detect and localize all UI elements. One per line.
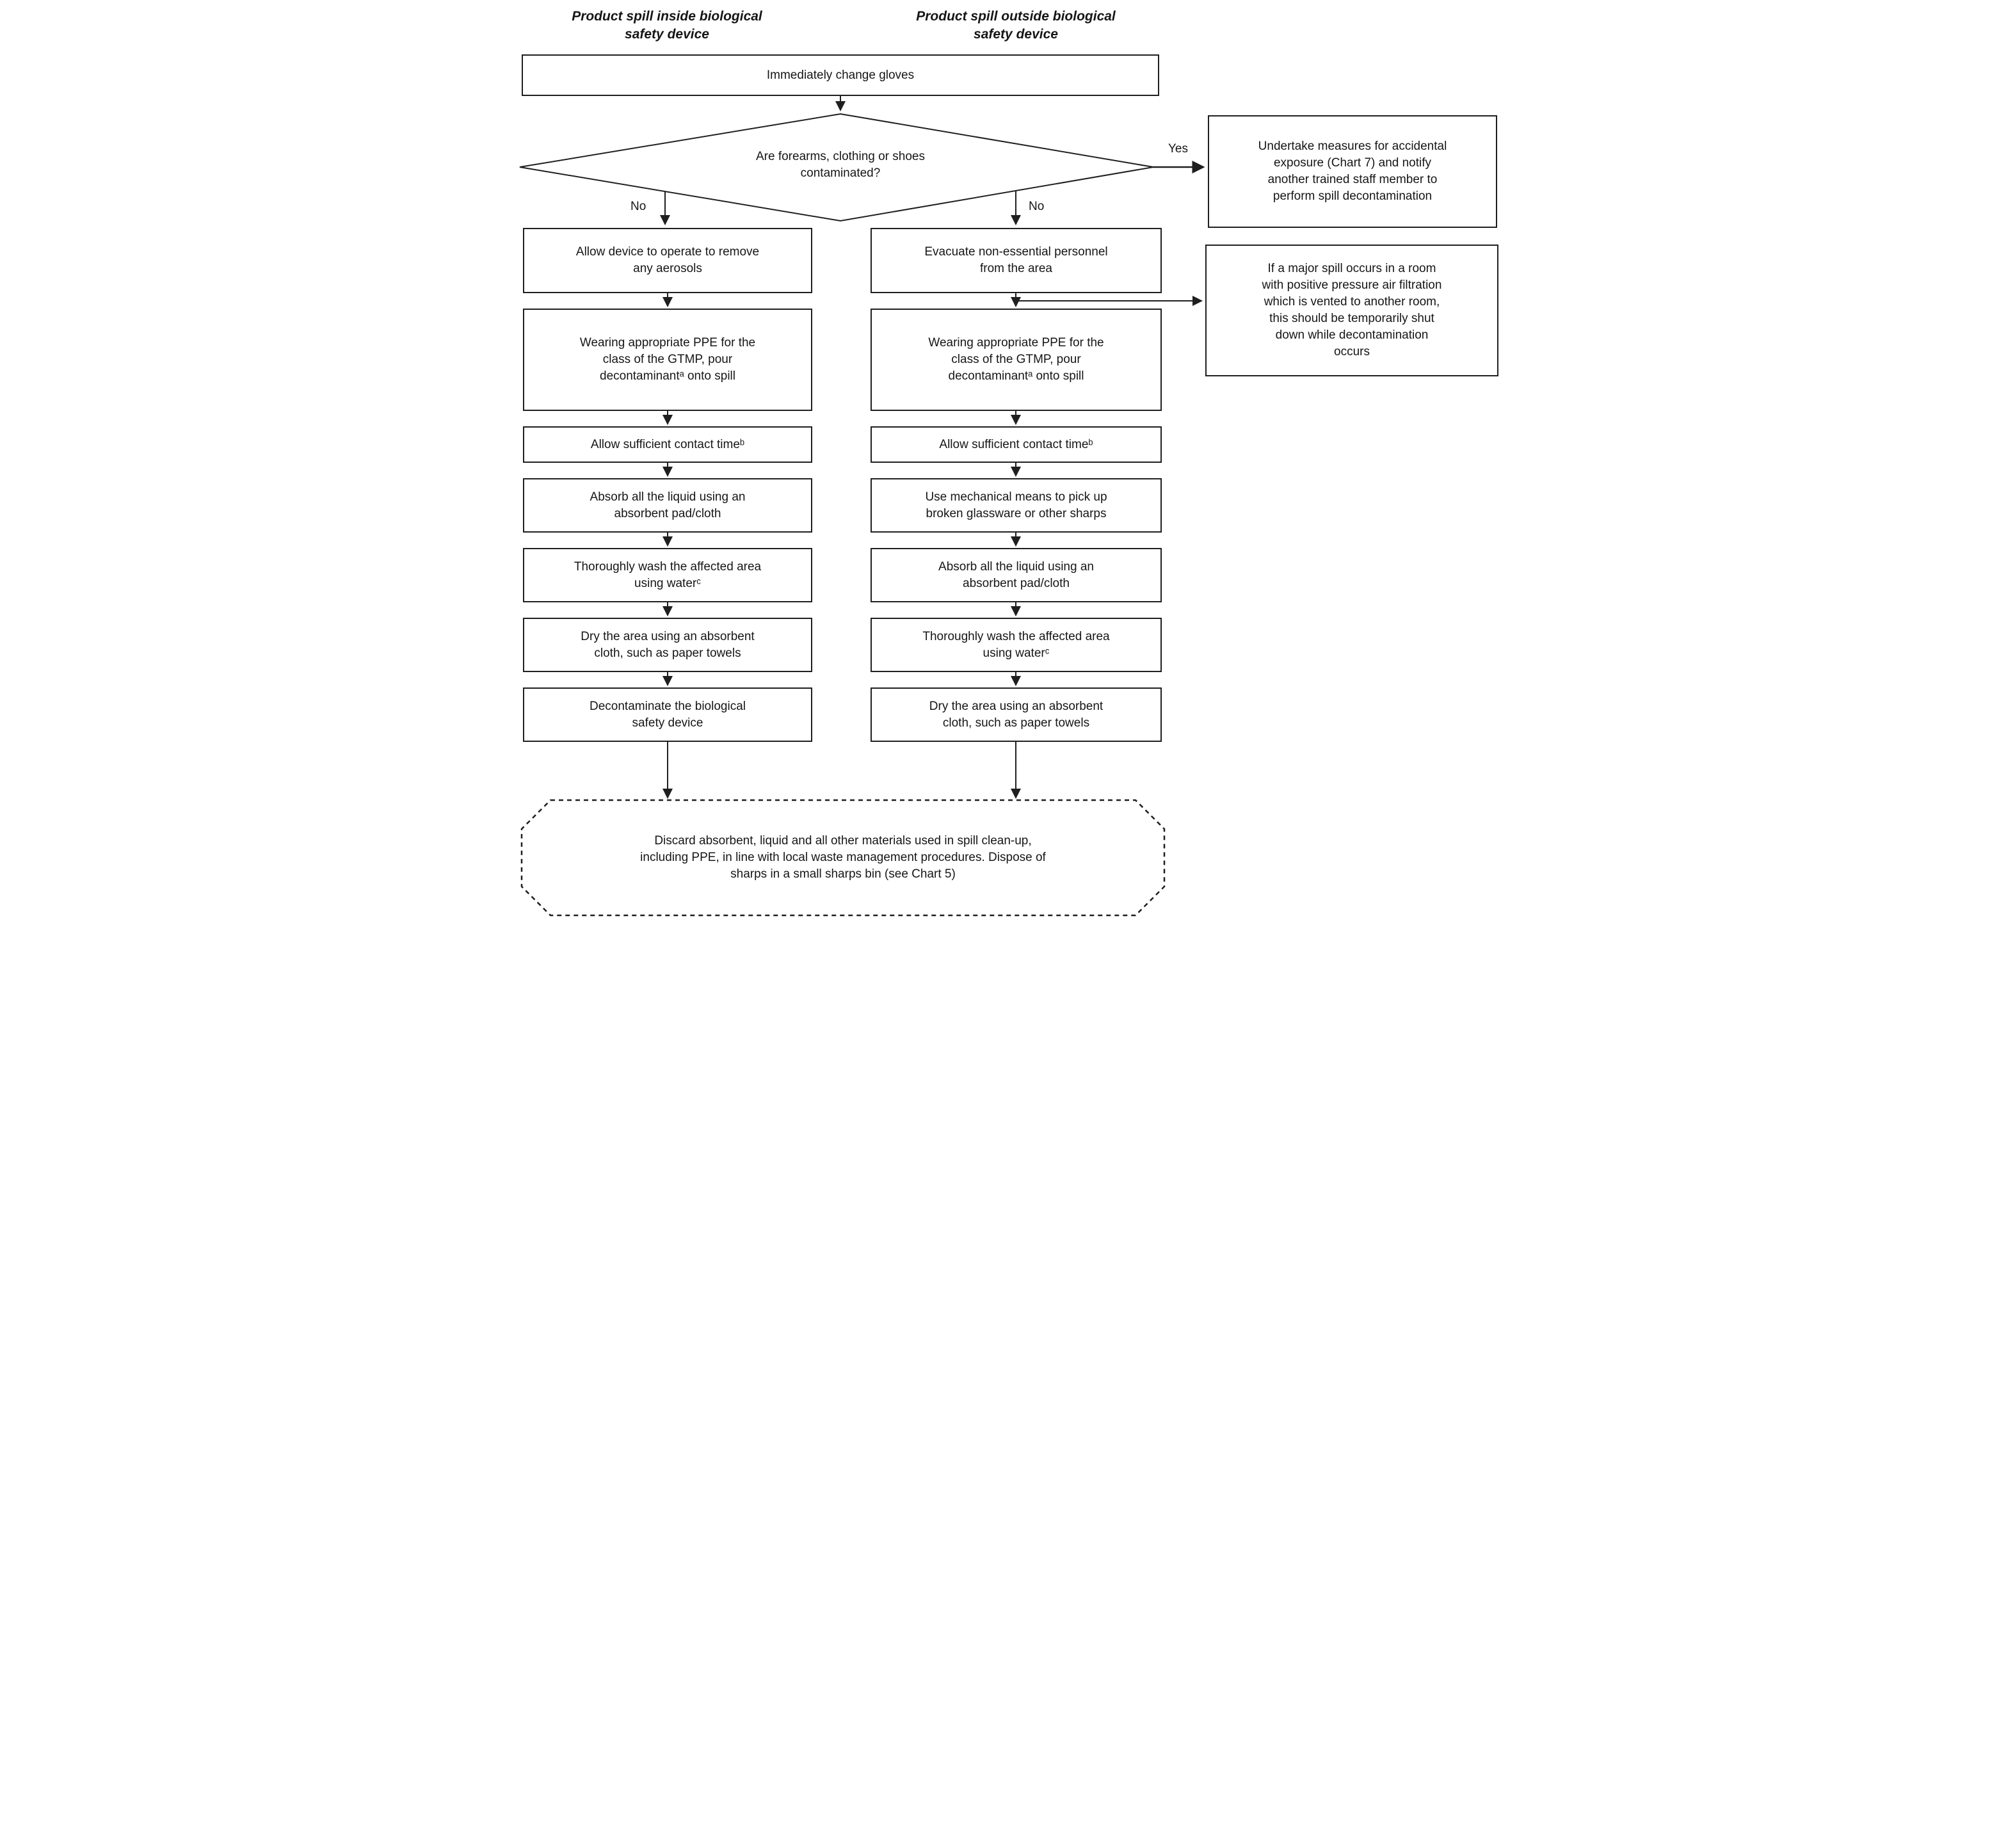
step-right-pick-up-sharps: Use mechanical means to pick up broken g… — [871, 478, 1162, 533]
step-right-ppe-decontaminant: Wearing appropriate PPE for the class of… — [871, 309, 1162, 411]
connector-layer — [519, 96, 1205, 917]
end-terminator-text: Discard absorbent, liquid and all other … — [640, 834, 1046, 881]
step-left-aerosols: Allow device to operate to remove any ae… — [523, 228, 812, 293]
step-left-decontaminate-device: Decontaminate the biological safety devi… — [523, 687, 812, 742]
no-label-left: No — [630, 200, 646, 213]
decision-diamond — [519, 113, 1154, 222]
end-terminator-shape — [520, 799, 1166, 917]
step-right-evacuate: Evacuate non-essential personnel from th… — [871, 228, 1162, 293]
step-left-ppe-decontaminant: Wearing appropriate PPE for the class of… — [523, 309, 812, 411]
step-right-wash-area: Thoroughly wash the affected area using … — [871, 618, 1162, 672]
decision-question: Are forearms, clothing or shoes contamin… — [755, 150, 925, 180]
step-left-dry-area: Dry the area using an absorbent cloth, s… — [523, 618, 812, 672]
step-right-contact-time: Allow sufficient contact timeᵇ — [871, 426, 1162, 463]
step-right-absorb-liquid: Absorb all the liquid using an absorbent… — [871, 548, 1162, 602]
pressure-note-text: If a major spill occurs in a room with p… — [1262, 262, 1442, 358]
yes-label: Yes — [1168, 142, 1188, 156]
column-header-outside: Product spill outside biological safety … — [916, 9, 1116, 42]
step-left-contact-time: Allow sufficient contact timeᵇ — [523, 426, 812, 463]
start-box-text: Immediately change gloves — [766, 68, 915, 82]
step-left-absorb-liquid: Absorb all the liquid using an absorbent… — [523, 478, 812, 533]
flowchart: Product spill inside biological safety d… — [504, 0, 1511, 924]
step-right-dry-area: Dry the area using an absorbent cloth, s… — [871, 687, 1162, 742]
step-left-wash-area: Thoroughly wash the affected area using … — [523, 548, 812, 602]
no-label-right: No — [1029, 200, 1045, 213]
yes-outcome-text: Undertake measures for accidental exposu… — [1258, 140, 1447, 203]
column-header-inside: Product spill inside biological safety d… — [572, 9, 762, 42]
pressure-note-box: If a major spill occurs in a room with p… — [1205, 245, 1498, 376]
start-box: Immediately change gloves — [522, 54, 1159, 96]
yes-outcome-box: Undertake measures for accidental exposu… — [1208, 115, 1497, 228]
